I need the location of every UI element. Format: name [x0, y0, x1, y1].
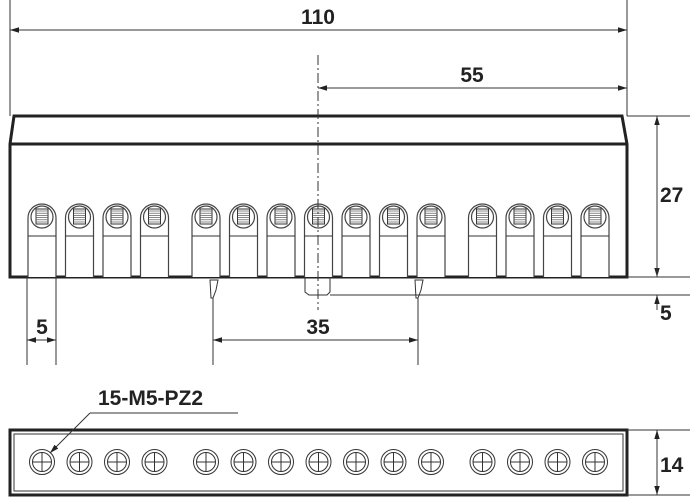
terminal [341, 203, 371, 277]
terminal [139, 203, 170, 277]
phillips-screw-icon [230, 449, 257, 475]
terminal [542, 203, 573, 277]
dimension-35: 35 [212, 298, 419, 365]
terminal [467, 203, 498, 277]
dimension-27: 27 [627, 115, 690, 278]
phillips-screw-icon [380, 449, 407, 475]
terminal [228, 203, 259, 277]
phillips-screw-icon [141, 449, 168, 475]
terminal [580, 203, 610, 277]
dimension-label: 14 [660, 454, 684, 477]
front-view [8, 55, 629, 310]
front-terminals [27, 203, 610, 277]
terminal [102, 203, 132, 277]
dimension-14: 14 [627, 429, 690, 496]
dimension-110: 110 [9, 0, 628, 116]
phillips-screw-icon [469, 449, 496, 475]
terminal [378, 203, 409, 277]
phillips-screw-icon [66, 449, 93, 475]
terminal [191, 203, 221, 277]
dimension-label: 5 [660, 302, 672, 325]
dimension-label: 35 [306, 316, 330, 339]
phillips-screw-icon [418, 449, 444, 475]
dimension-5-clip: 5 [330, 262, 690, 325]
screw-callout: 15-M5-PZ2 [49, 387, 238, 454]
phillips-screw-icon [305, 449, 332, 475]
terminal [505, 203, 535, 277]
top-view-inner [13, 433, 624, 492]
dimension-5-pitch: 5 [26, 277, 57, 365]
dimension-label: 5 [36, 316, 48, 339]
terminal [64, 203, 95, 277]
terminal [266, 203, 296, 277]
top-view [8, 428, 629, 497]
phillips-screw-icon [343, 449, 369, 475]
terminal [27, 203, 57, 277]
dimension-55: 55 [318, 64, 627, 91]
terminal [416, 203, 446, 277]
phillips-screw-icon [544, 449, 571, 475]
phillips-screw-icon [104, 449, 130, 475]
phillips-screw-icon [268, 449, 294, 475]
phillips-screw-icon [582, 449, 608, 475]
phillips-screw-icon [507, 449, 533, 475]
din-clip-left [209, 279, 219, 299]
phillips-screw-icon [29, 449, 55, 475]
callout-label: 15-M5-PZ2 [98, 387, 203, 410]
screw-heads [29, 449, 608, 475]
dimension-label: 110 [301, 6, 335, 29]
phillips-screw-icon [193, 449, 219, 475]
top-view-outline [8, 428, 629, 497]
dimension-label: 27 [660, 184, 683, 207]
dimension-label: 55 [460, 64, 484, 87]
